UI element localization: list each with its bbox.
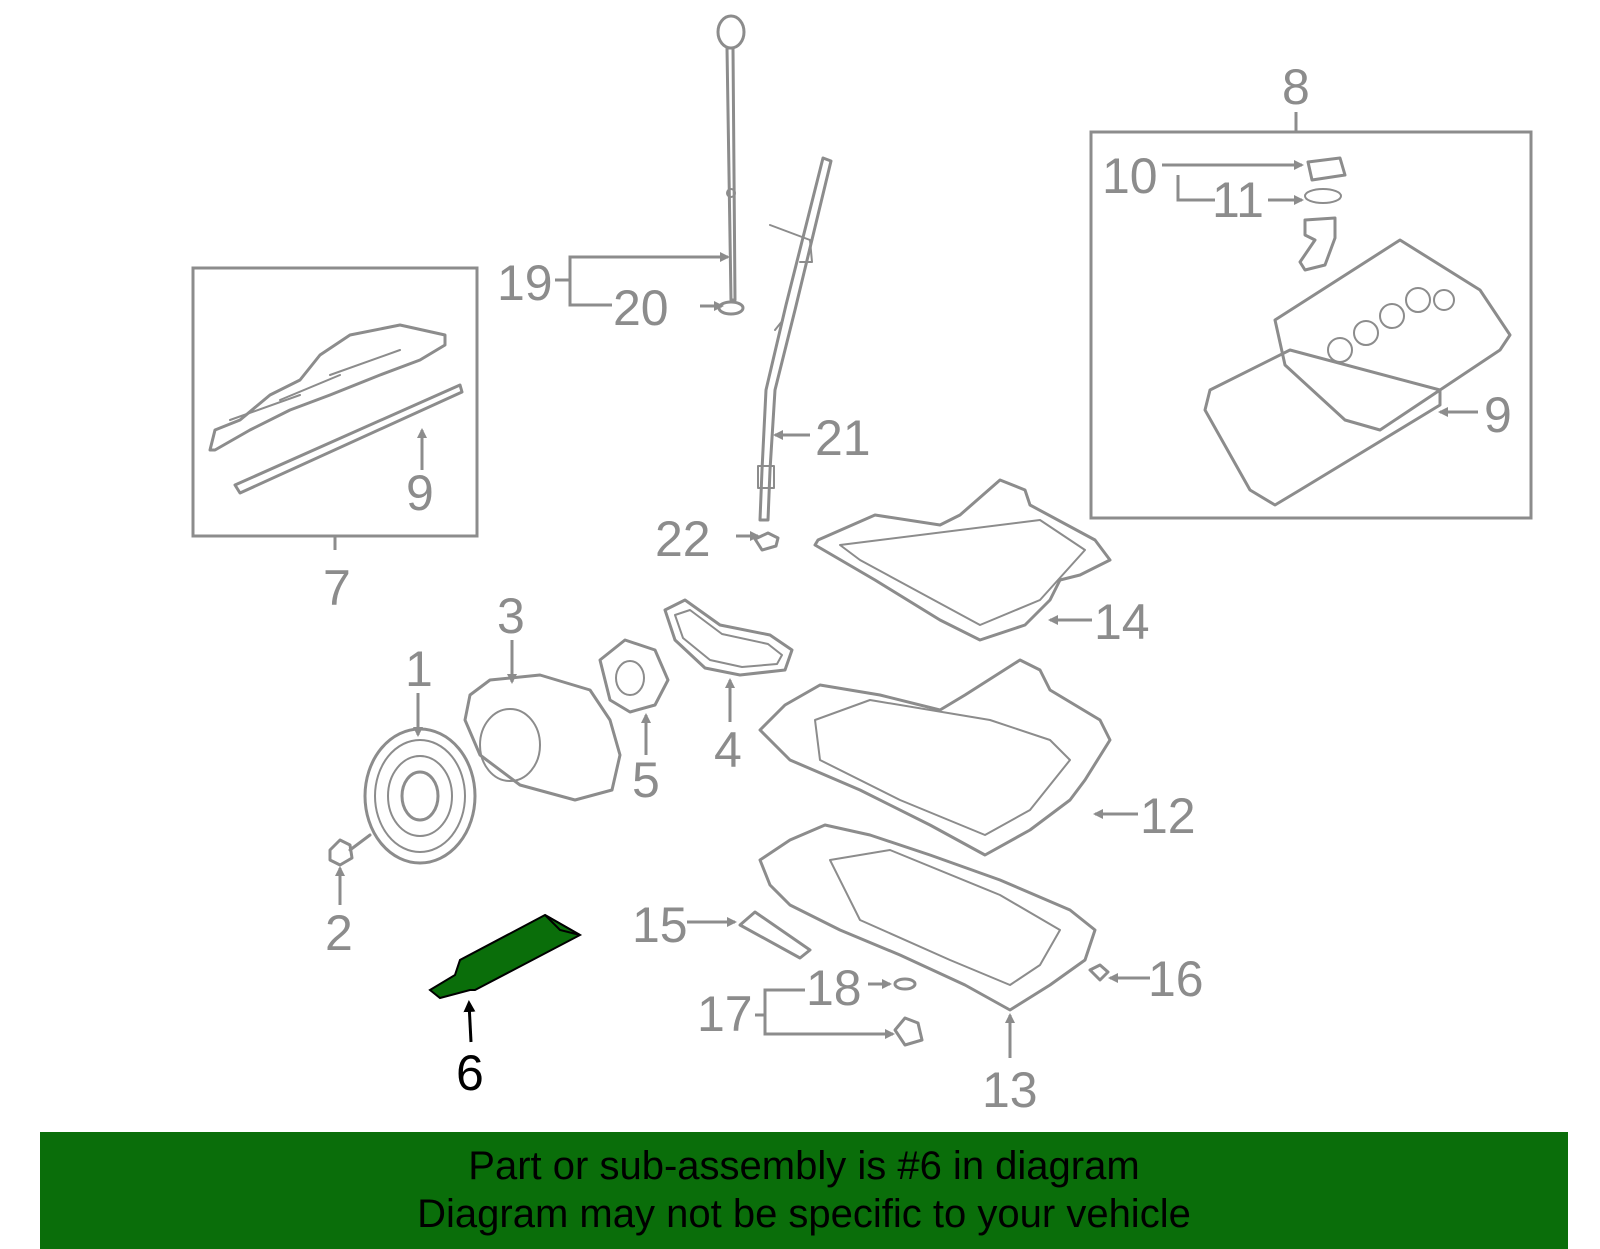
callout-21: 21: [815, 410, 871, 466]
callout-9-left: 9: [406, 465, 434, 521]
leader-lines: [335, 160, 1478, 1058]
washer-22: [753, 531, 780, 552]
sealant-tube-15: [738, 910, 812, 960]
callout-3: 3: [497, 588, 525, 644]
callout-22: 22: [655, 511, 711, 567]
seal-18: [893, 977, 917, 991]
callout-8: 8: [1282, 59, 1310, 115]
banner-line-1: Part or sub-assembly is #6 in diagram: [468, 1144, 1140, 1188]
callout-13: 13: [982, 1062, 1038, 1118]
callout-17: 17: [697, 986, 753, 1042]
callout-19: 19: [497, 255, 553, 311]
callout-7: 7: [323, 560, 351, 616]
callout-9-right: 9: [1484, 387, 1512, 443]
water-pump: [598, 638, 670, 714]
callout-labels: 1 2 3 4 5 6 7 8 9 9 10 11 12 13 14 15 16…: [323, 59, 1512, 1118]
oil-pan-lower: [758, 823, 1097, 1012]
callout-4: 4: [714, 722, 742, 778]
callout-18: 18: [806, 960, 862, 1016]
oil-pan-upper: [758, 658, 1112, 857]
callout-1: 1: [405, 641, 433, 697]
callout-2: 2: [325, 905, 353, 961]
timing-cover: [463, 673, 622, 802]
callout-15: 15: [632, 897, 688, 953]
callout-20: 20: [613, 280, 669, 336]
crankshaft-pulley: [363, 727, 477, 865]
sealant-tube-6-highlighted[interactable]: [428, 913, 583, 1000]
oil-pan-gasket-upper: [813, 478, 1112, 642]
callout-6: 6: [456, 1045, 484, 1101]
oil-level-sensor: [893, 1016, 924, 1047]
valve-cover-set-left: [191, 266, 479, 550]
drain-plug: [1088, 963, 1110, 982]
callout-14: 14: [1094, 594, 1150, 650]
drive-belt: [663, 598, 794, 677]
banner-line-2: Diagram may not be specific to your vehi…: [417, 1192, 1191, 1236]
callout-16: 16: [1148, 951, 1204, 1007]
valve-cover-set-right: [1089, 112, 1533, 520]
dipstick-guide-tube: [757, 156, 833, 522]
callout-12: 12: [1140, 788, 1196, 844]
callout-10: 10: [1102, 148, 1158, 204]
info-banner: Part or sub-assembly is #6 in diagram Di…: [40, 1132, 1568, 1249]
dipstick: [716, 14, 746, 316]
callout-5: 5: [632, 752, 660, 808]
callout-11: 11: [1212, 172, 1264, 228]
bolt-2: [328, 833, 372, 867]
